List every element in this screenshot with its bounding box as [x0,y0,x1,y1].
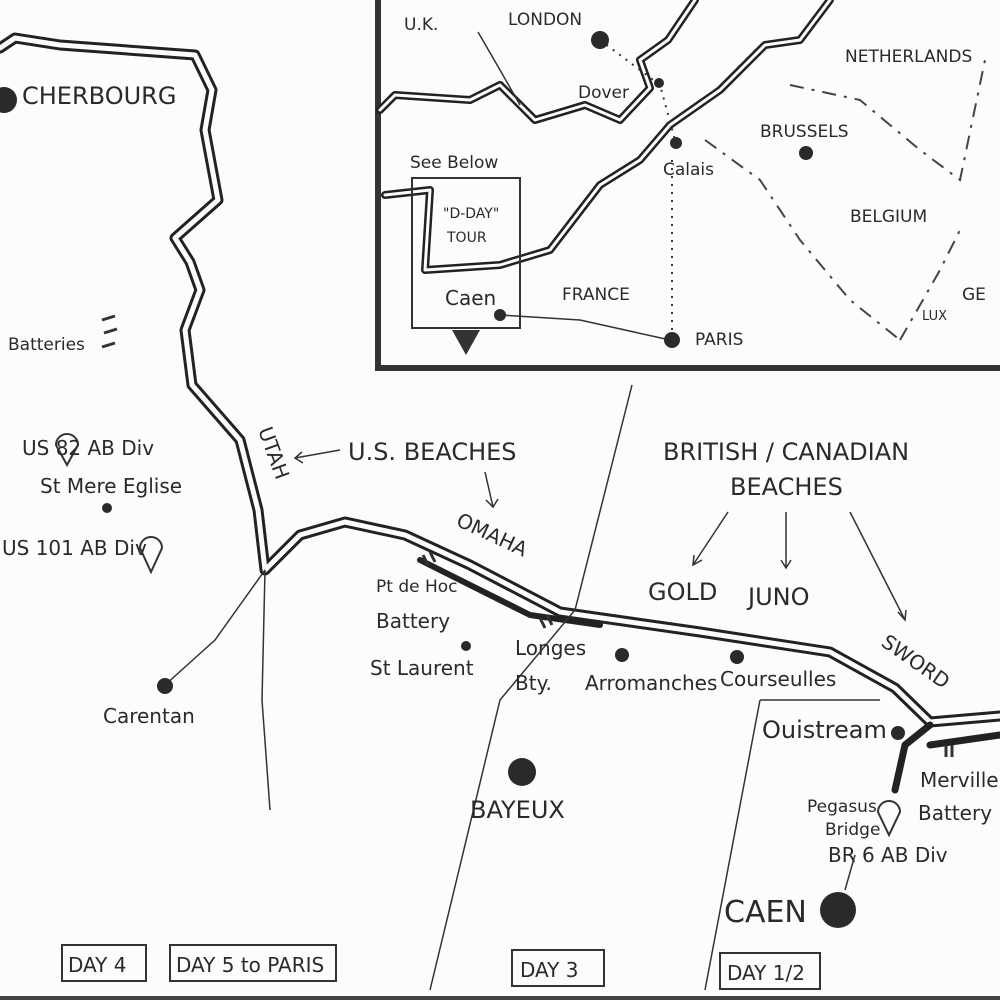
parachute-icon [54,433,902,838]
label-day5: DAY 5 to PARIS [176,953,324,977]
label-dday: "D-DAY" [443,206,499,222]
label-calais: Calais [663,160,714,180]
label-batteries: Batteries [8,335,85,355]
normandy-coastline [0,32,1000,811]
label-st-laurent: St Laurent [370,656,474,680]
label-france: FRANCE [562,285,630,305]
label-uk: U.K. [404,15,438,35]
battery-icon [101,314,954,757]
label-arromanches: Arromanches [585,671,717,695]
label-caen: CAEN [724,895,807,930]
label-paris: PARIS [695,330,743,350]
label-tour: TOUR [446,230,487,246]
label-pt-de-hoc: Pt de Hoc [376,577,458,597]
inset-map: U.K. LONDON Dover NETHERLANDS BRUSSELS C… [375,0,1000,371]
label-courseulles: Courseulles [720,667,836,691]
label-omaha: OMAHA [453,508,532,562]
label-merville-battery: Battery [918,801,992,825]
city-dot-icon [0,87,905,928]
label-british-canadian: BRITISH / CANADIAN [663,438,909,466]
label-cherbourg: CHERBOURG [22,82,176,110]
label-ouistream: Ouistream [762,716,887,744]
label-germany: GE [962,285,986,305]
label-day12: DAY 1/2 [727,961,805,985]
label-belgium: BELGIUM [850,207,927,227]
label-st-mere-eglise: St Mere Eglise [40,474,182,498]
label-beaches: BEACHES [730,473,843,501]
label-bridge: Bridge [825,820,880,840]
label-br6: BR 6 AB Div [828,843,948,867]
arrow-icon [293,449,907,891]
label-lux: LUX [922,309,947,324]
label-see-below: See Below [410,153,498,173]
day-labels: DAY 4 DAY 5 to PARIS DAY 3 DAY 1/2 [61,944,821,990]
label-day4: DAY 4 [68,953,126,977]
label-pegasus: Pegasus [807,797,877,817]
label-merville: Merville [920,768,999,792]
label-caen-inset: Caen [445,286,496,310]
label-day3: DAY 3 [520,958,578,982]
label-dover: Dover [578,83,629,103]
label-pt-de-hoc-battery: Battery [376,609,450,633]
label-gold: GOLD [648,578,717,606]
label-us82: US 82 AB Div [22,436,154,460]
sector-line-day12 [704,699,880,991]
label-london: LONDON [508,10,582,30]
label-longes-bty: Bty. [515,671,552,695]
label-us101: US 101 AB Div [2,536,147,560]
sector-line-day3 [429,384,633,991]
label-brussels: BRUSSELS [760,122,849,142]
label-us-beaches: U.S. BEACHES [348,438,517,466]
label-longes: Longes [515,636,586,660]
label-netherlands: NETHERLANDS [845,47,972,67]
label-bayeux: BAYEUX [470,796,565,824]
label-carentan: Carentan [103,704,195,728]
label-utah: UTAH [253,424,294,483]
label-juno: JUNO [746,583,810,611]
